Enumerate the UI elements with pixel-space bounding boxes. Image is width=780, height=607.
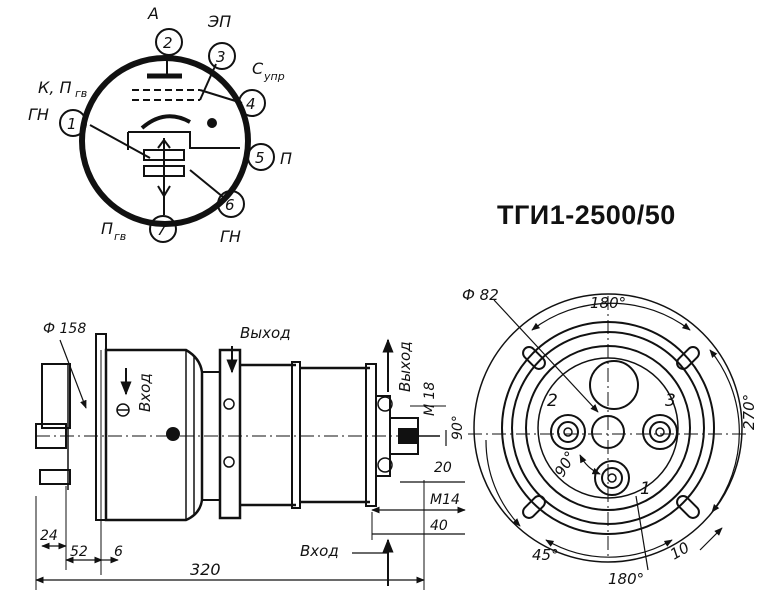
tube-envelope (79, 55, 251, 227)
pin-6-num: 6 (225, 196, 235, 214)
side-90-deg-label: 90° (450, 415, 466, 440)
pin-1-num: 1 (67, 115, 77, 133)
pin-4 (238, 89, 266, 117)
dim-320-label: 320 (190, 560, 221, 579)
pin-5-label: П (280, 149, 292, 168)
pin-2-num: 2 (163, 34, 173, 52)
pin-2 (155, 28, 183, 56)
dim-52-label: 52 (70, 544, 88, 560)
pinout-diagram (59, 28, 275, 243)
pin-3-label: ЭП (207, 12, 231, 31)
pin-3-num: 3 (216, 48, 226, 66)
gas-filling-dot (207, 118, 217, 128)
pin-4-label: С (252, 59, 264, 78)
output-ring (218, 348, 242, 520)
pin-labels: К, П гв ГН А ЭП С упр П ГН П гв (28, 4, 292, 246)
cathode-arc (140, 114, 191, 130)
pin-6 (217, 190, 245, 218)
angle-270-label: 270° (740, 394, 758, 430)
dia-158-label: Ф 158 (43, 321, 86, 337)
input-label-vertical: Вход (136, 373, 154, 412)
pin-7-num: 7 (157, 221, 167, 239)
pin-6-label: ГН (220, 227, 241, 246)
pin-1-label-sub: гв (75, 87, 87, 100)
pin-1-terminal (594, 460, 630, 496)
pin-5-num: 5 (255, 149, 265, 167)
m14-label: М14 (430, 492, 460, 508)
pin-5 (247, 143, 275, 171)
m18-label: М 18 (422, 382, 438, 416)
angle-10-label: 10 (667, 538, 693, 563)
dim-24-label: 24 (40, 528, 58, 544)
dim-6-label: 6 (114, 544, 123, 560)
pin-1 (59, 109, 87, 137)
terminal-1-label: 1 (640, 479, 651, 499)
terminal-3-label: 3 (665, 391, 676, 411)
pin-7 (149, 215, 177, 243)
pin-7-label: П (101, 219, 113, 238)
pin-2-label: А (147, 4, 159, 23)
end-view (468, 293, 750, 571)
body-front (104, 348, 204, 522)
input-label-bottom: Вход (300, 542, 339, 560)
pin-1-label: К, П (38, 78, 72, 97)
dim-20-label: 20 (434, 460, 452, 476)
pin-3-terminal (642, 414, 678, 450)
output-label-right: Выход (396, 341, 414, 392)
angle-90-label: 90° (551, 448, 580, 480)
pin-1-side-label: ГН (28, 105, 49, 124)
side-view (35, 333, 466, 590)
angle-180-bottom: 180° (608, 570, 644, 588)
angle-45-label: 45° (532, 546, 559, 564)
outer-circle (473, 293, 743, 563)
output-label-top: Выход (240, 324, 291, 342)
pin-numbers: 1 2 3 4 5 6 7 (67, 34, 265, 239)
pin-4-num: 4 (246, 95, 256, 113)
dia-82-label: Ф 82 (462, 286, 499, 304)
pin-7-label-sub: гв (114, 230, 126, 243)
terminal-2-label: 2 (547, 391, 558, 411)
pin-3 (208, 42, 236, 70)
side-view-labels: Ф 158 Вход Выход Выход Вход М 18 90° 20 … (40, 321, 466, 579)
angle-180-top: 180° (590, 294, 626, 312)
dim-40-label: 40 (430, 518, 448, 534)
pin-2-terminal (550, 414, 586, 450)
top-port (589, 360, 639, 410)
pin-4-label-sub: упр (263, 70, 285, 83)
tube-title: ТГИ1-2500/50 (497, 200, 676, 230)
